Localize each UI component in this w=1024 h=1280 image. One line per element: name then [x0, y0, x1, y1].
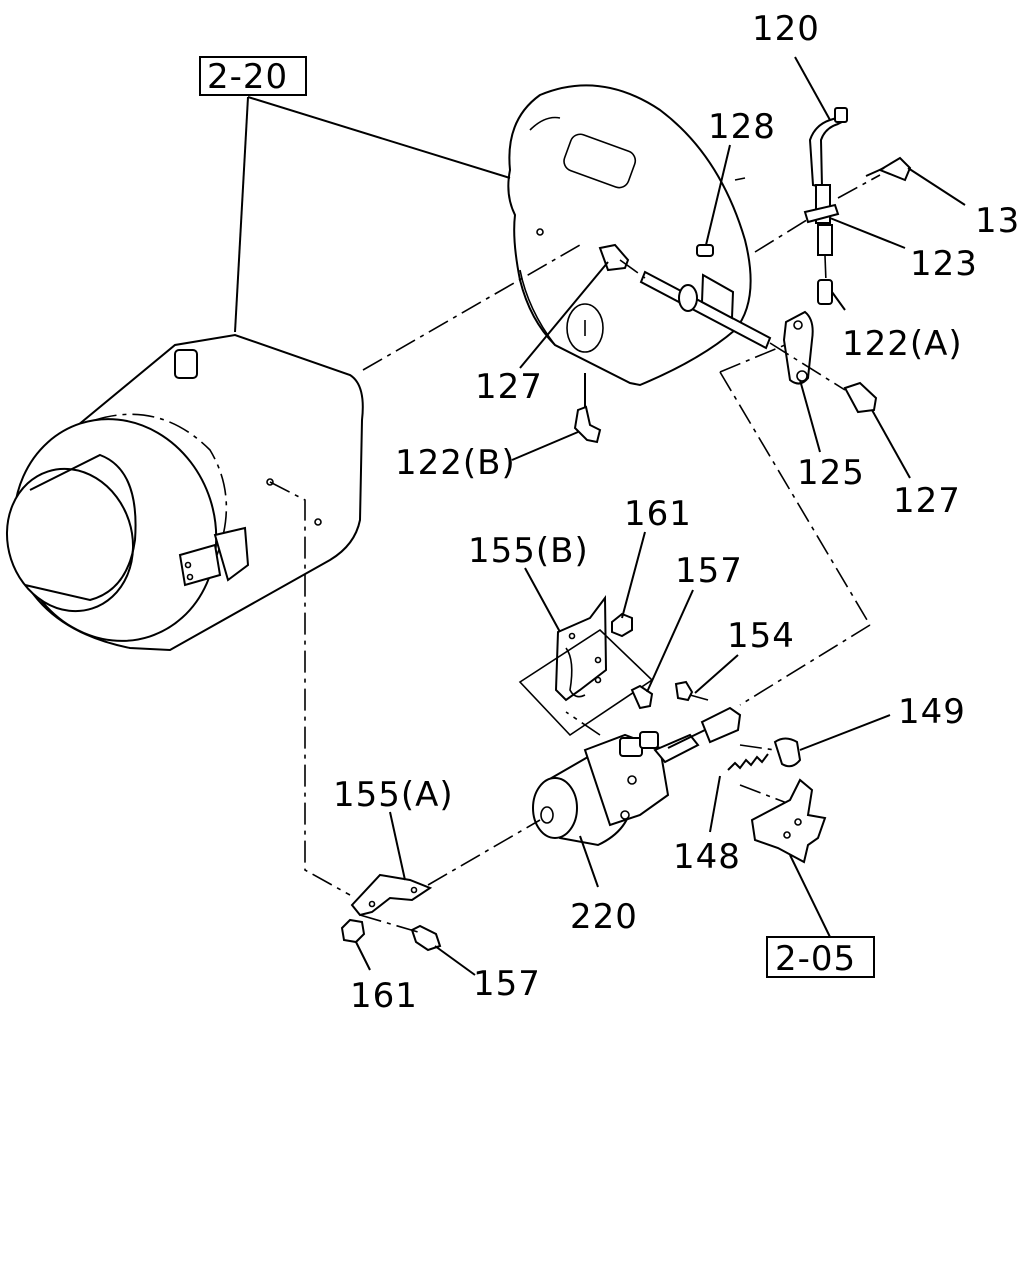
label-161-lower: 161	[350, 976, 418, 1016]
label-155b: 155(B)	[468, 531, 589, 571]
ref-2-05: 2-05	[775, 939, 856, 979]
label-13: 13	[975, 201, 1020, 241]
ref-box-2-05: 2-05	[766, 936, 875, 979]
engine-housing	[5, 333, 364, 896]
label-128: 128	[708, 107, 776, 147]
part-labels: 120 128 13 123 122(A) 127 122(B) 125 127…	[333, 9, 1020, 1016]
label-127-upper: 127	[475, 367, 543, 407]
label-148: 148	[673, 837, 741, 877]
label-122b: 122(B)	[395, 443, 516, 483]
label-120: 120	[752, 9, 820, 49]
label-127-right: 127	[893, 481, 961, 521]
ref-box-2-20: 2-20	[199, 56, 307, 97]
leader-lines-upper	[234, 96, 881, 706]
label-125: 125	[797, 453, 865, 493]
label-157-lower: 157	[473, 964, 541, 1004]
label-149: 149	[898, 692, 966, 732]
label-161-upper: 161	[624, 494, 692, 534]
ref-2-20: 2-20	[207, 57, 288, 97]
label-220: 220	[570, 897, 638, 937]
label-122a: 122(A)	[842, 324, 963, 364]
label-leaders	[355, 56, 966, 976]
label-155a: 155(A)	[333, 775, 454, 815]
label-154: 154	[727, 616, 795, 656]
label-123: 123	[910, 244, 978, 284]
label-157-upper: 157	[675, 551, 743, 591]
